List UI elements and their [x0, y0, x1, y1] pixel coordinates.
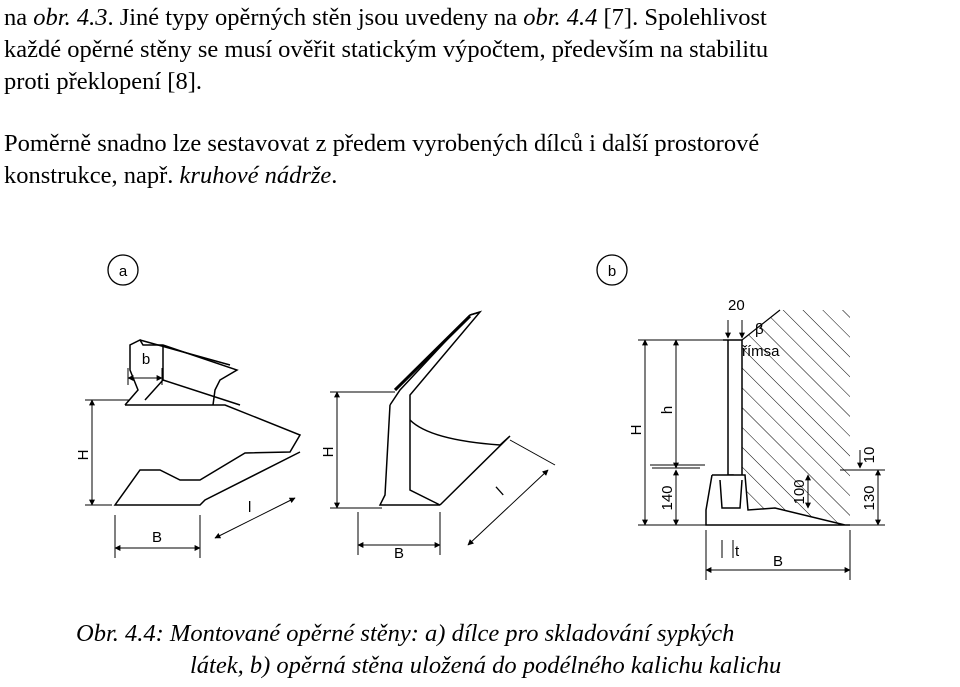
dim-B-a1: B	[152, 529, 162, 546]
figure-retaining-walls: a b H B l H B l b	[75, 254, 885, 580]
svg-text:b: b	[608, 263, 616, 280]
p1-line-1: na obr. 4.3. Jiné typy opěrných stěn jso…	[4, 4, 767, 31]
dim-b: b	[142, 351, 150, 368]
caption-line-2: látek, b) opěrná stěna uložená do podéln…	[190, 652, 782, 679]
dims-a2	[330, 391, 556, 555]
dim-l-a2: l	[493, 484, 507, 499]
dim-t: t	[735, 543, 740, 560]
dim-B-b: B	[773, 553, 783, 570]
dim-130: 130	[861, 485, 878, 510]
caption-line-1: Obr. 4.4: Montované opěrné stěny: a) díl…	[76, 620, 735, 647]
p1-line-3: proti překlopení [8].	[4, 68, 202, 95]
dim-100: 100	[791, 479, 808, 504]
label-rimsa: římsa	[742, 343, 780, 360]
dim-l-a1: l	[248, 499, 251, 516]
paragraph-2: Poměrně snadno lze sestavovat z předem v…	[4, 128, 956, 192]
dims-a1	[85, 368, 296, 558]
label-b: b	[596, 254, 628, 286]
label-a: a	[107, 254, 139, 286]
dim-B-a2: B	[394, 545, 404, 562]
dim-h-b: h	[659, 406, 676, 414]
element-a1	[113, 339, 302, 506]
dim-10: 10	[861, 447, 878, 464]
svg-text:a: a	[119, 263, 128, 280]
dim-140: 140	[659, 485, 676, 510]
figure-caption: Obr. 4.4: Montované opěrné stěny: a) díl…	[76, 618, 781, 682]
paragraph-1: na obr. 4.3. Jiné typy opěrných stěn jso…	[4, 2, 956, 98]
element-a2	[378, 310, 511, 506]
p1-line-2: každé opěrné stěny se musí ověřit static…	[4, 36, 769, 63]
dim-H-a1: H	[75, 450, 92, 461]
dim-H-a2: H	[320, 447, 337, 458]
dim-H-b: H	[628, 425, 645, 436]
angle-beta: β	[755, 321, 764, 338]
p2-line-2: konstrukce, např. kruhové nádrže.	[4, 162, 338, 189]
dims-b	[638, 320, 885, 580]
element-b	[650, 309, 850, 526]
p2-line-1: Poměrně snadno lze sestavovat z předem v…	[4, 130, 760, 157]
dim-20: 20	[728, 297, 745, 314]
